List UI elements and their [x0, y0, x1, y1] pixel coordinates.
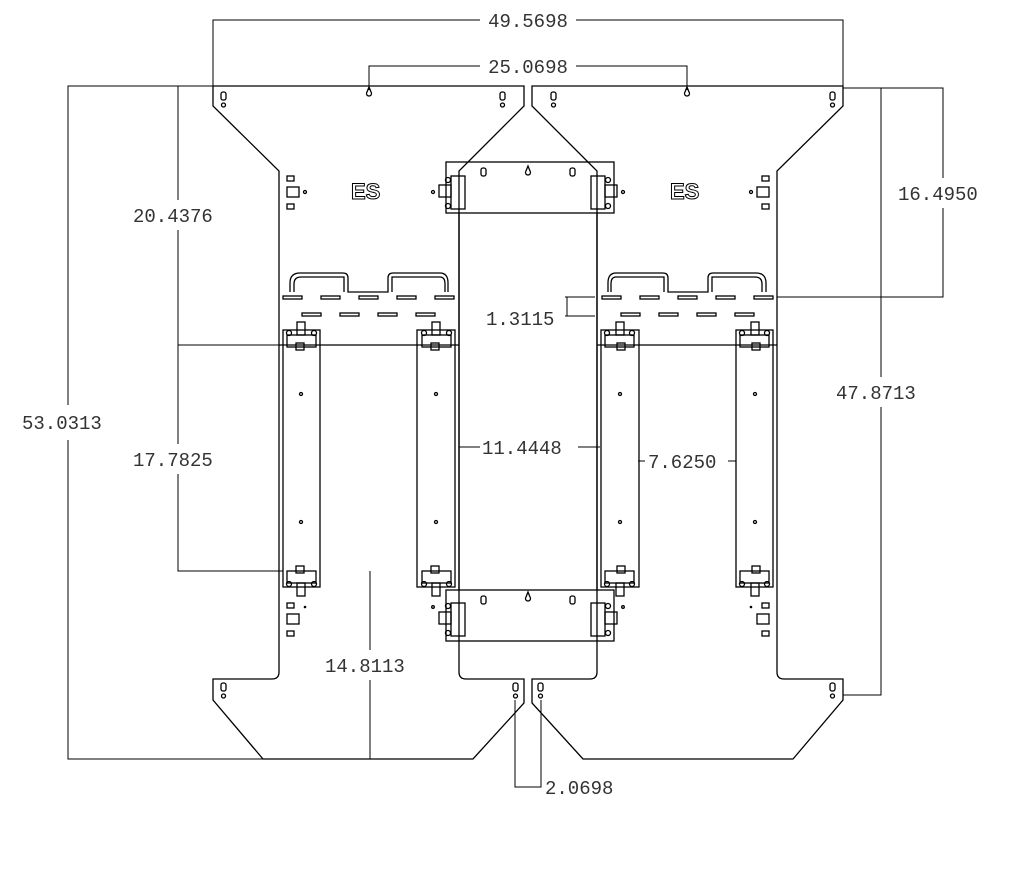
dim-overall-width: 49.5698: [488, 11, 568, 33]
dim-hole-vertical: 47.8713: [836, 383, 916, 405]
dim-inner-rail-spacing: 11.4448: [482, 438, 562, 460]
dimension-lines: [67, 19, 944, 788]
dim-outer-rail-spacing: 7.6250: [648, 452, 716, 474]
left-logo: ES: [351, 179, 380, 204]
dim-overall-height: 53.0313: [22, 413, 102, 435]
dim-top-to-slots: 16.4950: [898, 184, 978, 206]
dim-rail-length: 17.7825: [133, 450, 213, 472]
right-logo: ES: [670, 179, 699, 204]
dim-center-gap: 2.0698: [545, 778, 613, 800]
dim-bottom-section: 14.8113: [325, 656, 405, 678]
dim-top-to-crossbar: 20.4376: [133, 206, 213, 228]
dim-slot-offset: 1.3115: [486, 309, 554, 331]
dim-hole-spacing: 25.0698: [488, 57, 568, 79]
center-rail: [445, 161, 615, 642]
